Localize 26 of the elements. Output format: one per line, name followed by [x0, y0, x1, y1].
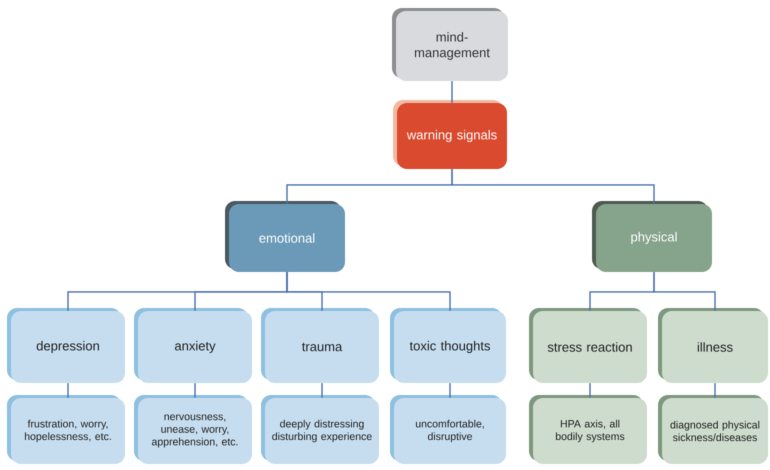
- connector-line: [653, 272, 716, 311]
- root-box: mind-management: [392, 8, 508, 81]
- category-box: emotional: [225, 201, 345, 272]
- category-box: warning signals: [393, 100, 507, 169]
- connector-line: [321, 383, 323, 398]
- description-box: diagnosed physical sickness/diseases: [658, 394, 768, 464]
- connector-line: [589, 383, 591, 398]
- description-box: frustration, worry, hopelessness, etc.: [7, 394, 125, 464]
- topic-box: stress reaction: [529, 308, 647, 383]
- topic-box: trauma: [261, 308, 379, 383]
- connector-line: [449, 383, 451, 398]
- connector-line: [67, 383, 69, 398]
- topic-box: depression: [7, 308, 125, 383]
- connector-line: [194, 383, 196, 398]
- description-box: HPA axis, all bodily systems: [529, 394, 647, 464]
- topic-box: anxiety: [134, 308, 252, 383]
- category-box: physical: [592, 201, 712, 272]
- connector-line: [451, 169, 655, 204]
- topic-box: illness: [658, 308, 768, 383]
- topic-box: toxic thoughts: [390, 308, 506, 383]
- connector-line: [451, 81, 453, 103]
- connector-line: [714, 383, 716, 398]
- description-box: deeply distressing disturbing experience: [261, 394, 379, 464]
- description-box: uncomfortable, disruptive: [390, 394, 506, 464]
- description-box: nervousness, unease, worry, apprehension, etc.: [134, 394, 252, 464]
- connector-line: [286, 272, 451, 311]
